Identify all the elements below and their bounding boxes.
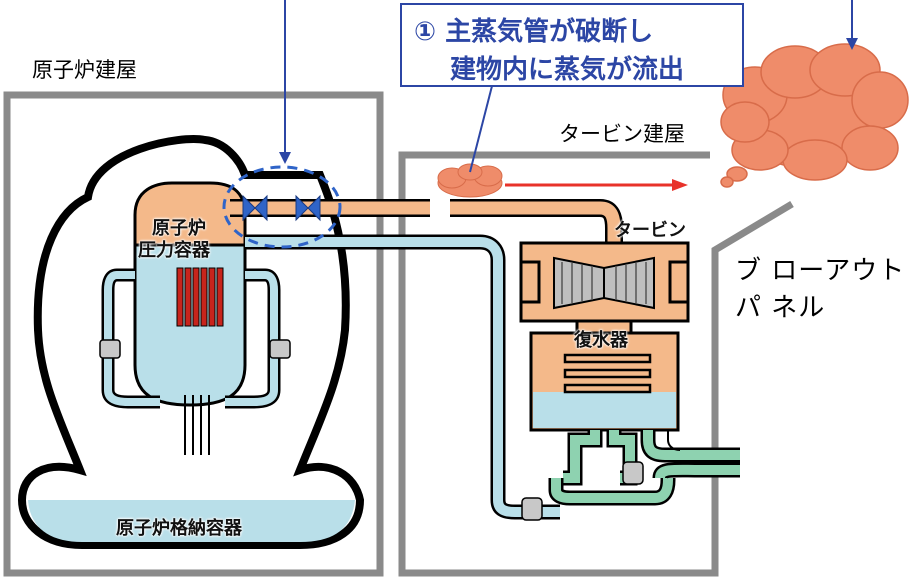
- primary-containment-label: 原子炉格納容器: [116, 518, 242, 539]
- suppression-pool-water: [28, 500, 355, 542]
- turbine-building-label: タービン建屋: [559, 122, 685, 146]
- control-rods: [184, 395, 210, 455]
- isolation-valves: [242, 194, 321, 222]
- condensate-pipes: [548, 430, 740, 506]
- feedwater-pipe: [245, 234, 560, 521]
- blowout-panel-label-1: ブ ローアウト: [735, 256, 906, 286]
- turbine-building-wall: [398, 151, 794, 577]
- steam-release-arrowhead: [672, 179, 688, 191]
- steam-cloud-interior: [437, 163, 503, 198]
- recirculation-loop-right: [225, 268, 291, 409]
- steam-cloud-exterior: [720, 43, 909, 188]
- pressure-vessel-label-2: 圧力容器: [138, 240, 210, 261]
- reactor-building-label: 原子炉建屋: [32, 58, 137, 82]
- turbine: [519, 241, 690, 323]
- blowout-panel-label-2: パ ネル: [735, 293, 826, 323]
- condenser: [529, 331, 680, 432]
- pointer-to-exterior-cloud-head: [846, 38, 858, 50]
- reactor-building-wall: [3, 91, 384, 577]
- pointer-arrowhead: [279, 152, 291, 164]
- event-callout-line-1: ① 主蒸気管が破断し: [414, 17, 654, 47]
- recirculation-loop-left: [99, 268, 160, 409]
- break-location-marker: [222, 165, 342, 249]
- event-callout-line-2: 建物内に蒸気が流出: [450, 55, 685, 85]
- condenser-label: 復水器: [574, 330, 628, 351]
- event-callout-box: ① 主蒸気管が破断し 建物内に蒸気が流出: [400, 3, 744, 87]
- turbine-label: タービン: [614, 220, 686, 241]
- pointer-to-steam: [469, 85, 493, 173]
- fuel-assembly: [176, 267, 224, 327]
- pressure-vessel-label-1: 原子炉: [152, 218, 206, 239]
